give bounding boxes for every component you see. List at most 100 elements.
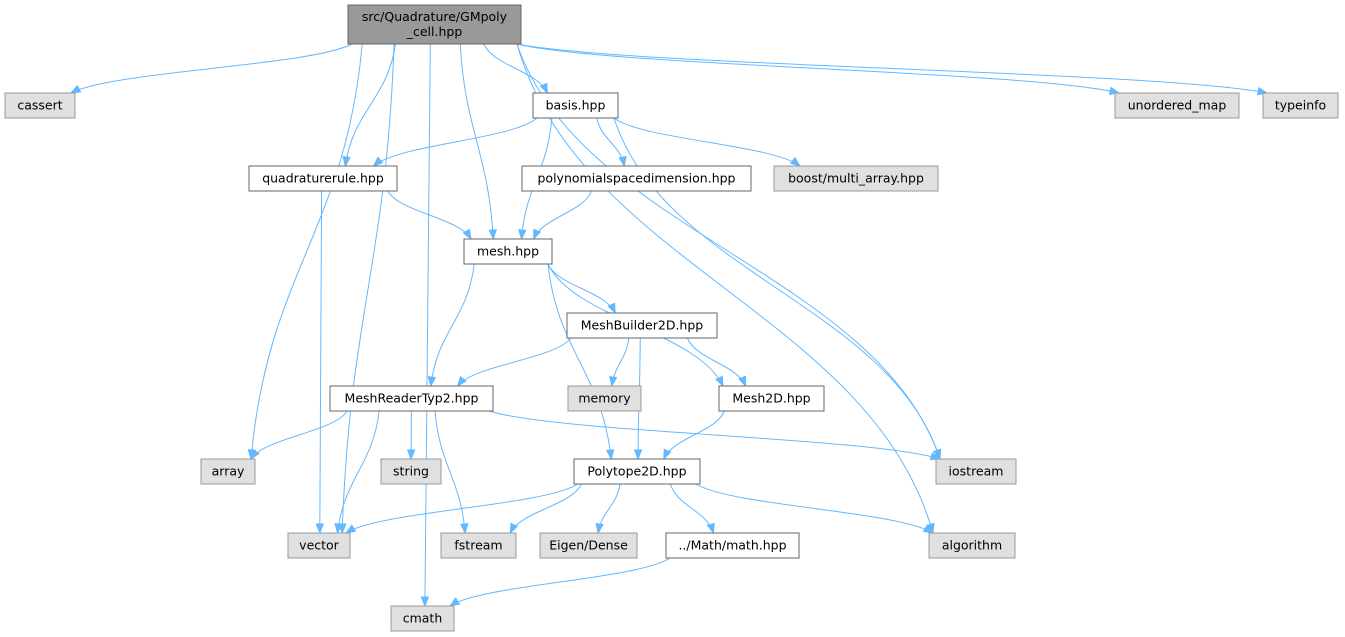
edge-line [516, 43, 934, 534]
arrowhead-icon [344, 524, 357, 534]
edge-line [319, 190, 323, 534]
node-typeinfo: typeinfo [1262, 92, 1339, 119]
arrowhead-icon [663, 448, 672, 461]
node-label: string [393, 464, 429, 479]
node-quadraturerule[interactable]: quadraturerule.hpp [248, 165, 398, 192]
node-label: src/Quadrature/GMpoly [362, 9, 508, 24]
edge-line [373, 117, 538, 167]
arrowhead-icon [595, 522, 604, 535]
edge-line [344, 43, 396, 167]
node-box [928, 532, 1016, 559]
edge-line [70, 43, 353, 94]
edge-line [488, 410, 941, 460]
node-box [463, 238, 553, 265]
arrowhead-icon [607, 302, 616, 315]
node-vector: vector [287, 532, 351, 559]
arrowhead-icon [462, 228, 472, 241]
node-array: array [200, 458, 256, 485]
node-mesh2d[interactable]: Mesh2D.hpp [718, 385, 825, 412]
node-label: MeshBuilder2D.hpp [581, 318, 704, 333]
node-box [573, 458, 701, 485]
edge-line [337, 410, 380, 534]
node-root[interactable]: src/Quadrature/GMpoly_cell.hpp [347, 4, 522, 45]
node-label: fstream [454, 538, 502, 553]
node-label: cassert [17, 98, 62, 113]
node-label: polynomialspacedimension.hpp [538, 171, 736, 186]
arrowhead-icon [789, 156, 801, 167]
node-box [539, 532, 638, 559]
node-box [248, 165, 398, 192]
edge-meshreadertyp2-to-iostream [488, 410, 942, 461]
node-mesh[interactable]: mesh.hpp [463, 238, 553, 265]
edge-line [669, 483, 714, 534]
node-string: string [380, 458, 442, 485]
edge-line [341, 43, 395, 534]
arrowhead-icon [427, 376, 437, 388]
edge-line [459, 43, 494, 240]
edge-polynomialspacedimension-to-mesh [533, 190, 592, 241]
node-polynomialspacedimension[interactable]: polynomialspacedimension.hpp [521, 165, 752, 192]
node-label: MeshReaderTyp2.hpp [345, 391, 479, 406]
node-label: _cell.hpp [406, 24, 463, 39]
node-unordered_map: unordered_map [1114, 92, 1240, 119]
node-algorithm: algorithm [928, 532, 1016, 559]
arrowhead-icon [315, 523, 325, 535]
node-label: Eigen/Dense [549, 538, 628, 553]
edge-line [434, 410, 466, 534]
edge-polytope2d-to-fstream [509, 483, 582, 535]
arrowhead-icon [334, 523, 343, 535]
node-box [532, 92, 619, 119]
node-box [773, 165, 939, 192]
node-label: quadraturerule.hpp [262, 171, 384, 186]
edge-root-to-quadraturerule [342, 43, 396, 168]
node-label: vector [299, 538, 340, 553]
arrowhead-icon [605, 449, 615, 461]
node-label: algorithm [942, 538, 1002, 553]
arrowhead-icon [420, 596, 430, 608]
edge-meshreadertyp2-to-vector [334, 410, 380, 535]
arrowhead-icon [539, 82, 548, 95]
node-math[interactable]: ../Math/math.hpp [665, 532, 800, 559]
edge-line [547, 263, 616, 314]
edge-root-to-unordered_map [516, 43, 1121, 95]
edge-line [449, 557, 671, 607]
arrowhead-icon [633, 449, 643, 461]
edge-polytope2d-to-vector [344, 483, 579, 534]
node-box [521, 165, 752, 192]
edge-line [457, 337, 572, 387]
node-box [1262, 92, 1339, 119]
edge-root-to-mesh [459, 43, 497, 241]
node-box [390, 605, 455, 632]
node-iostream: iostream [935, 458, 1017, 485]
edge-root-to-basis [483, 43, 548, 95]
node-meshbuilder2d[interactable]: MeshBuilder2D.hpp [566, 312, 718, 339]
edge-meshreadertyp2-to-fstream [434, 410, 469, 535]
node-cmath: cmath [390, 605, 455, 632]
arrowhead-icon [342, 156, 351, 168]
edge-line [387, 190, 472, 240]
node-polytope2d[interactable]: Polytope2D.hpp [573, 458, 701, 485]
node-label: basis.hpp [546, 98, 606, 113]
edge-meshbuilder2d-to-memory [608, 337, 630, 388]
edge-root-to-cmath [420, 43, 431, 608]
arrowhead-icon [69, 84, 82, 94]
edge-line [516, 43, 1268, 94]
arrowhead-icon [518, 229, 527, 241]
edge-line [424, 43, 431, 607]
arrowhead-icon [618, 155, 627, 168]
edge-quadraturerule-to-vector [315, 190, 325, 535]
arrowhead-icon [460, 523, 469, 535]
arrowhead-icon [509, 522, 519, 535]
node-box [718, 385, 825, 412]
node-box [935, 458, 1017, 485]
node-basis[interactable]: basis.hpp [532, 92, 619, 119]
edge-polytope2d-to-algorithm [695, 483, 935, 534]
node-label: ../Math/math.hpp [678, 538, 786, 553]
node-box [4, 92, 76, 119]
edge-line [547, 263, 612, 460]
edge-polytope2d-to-eigen_dense [595, 483, 621, 535]
node-meshreadertyp2[interactable]: MeshReaderTyp2.hpp [329, 385, 494, 412]
edge-mesh-to-polytope2d [547, 263, 615, 461]
